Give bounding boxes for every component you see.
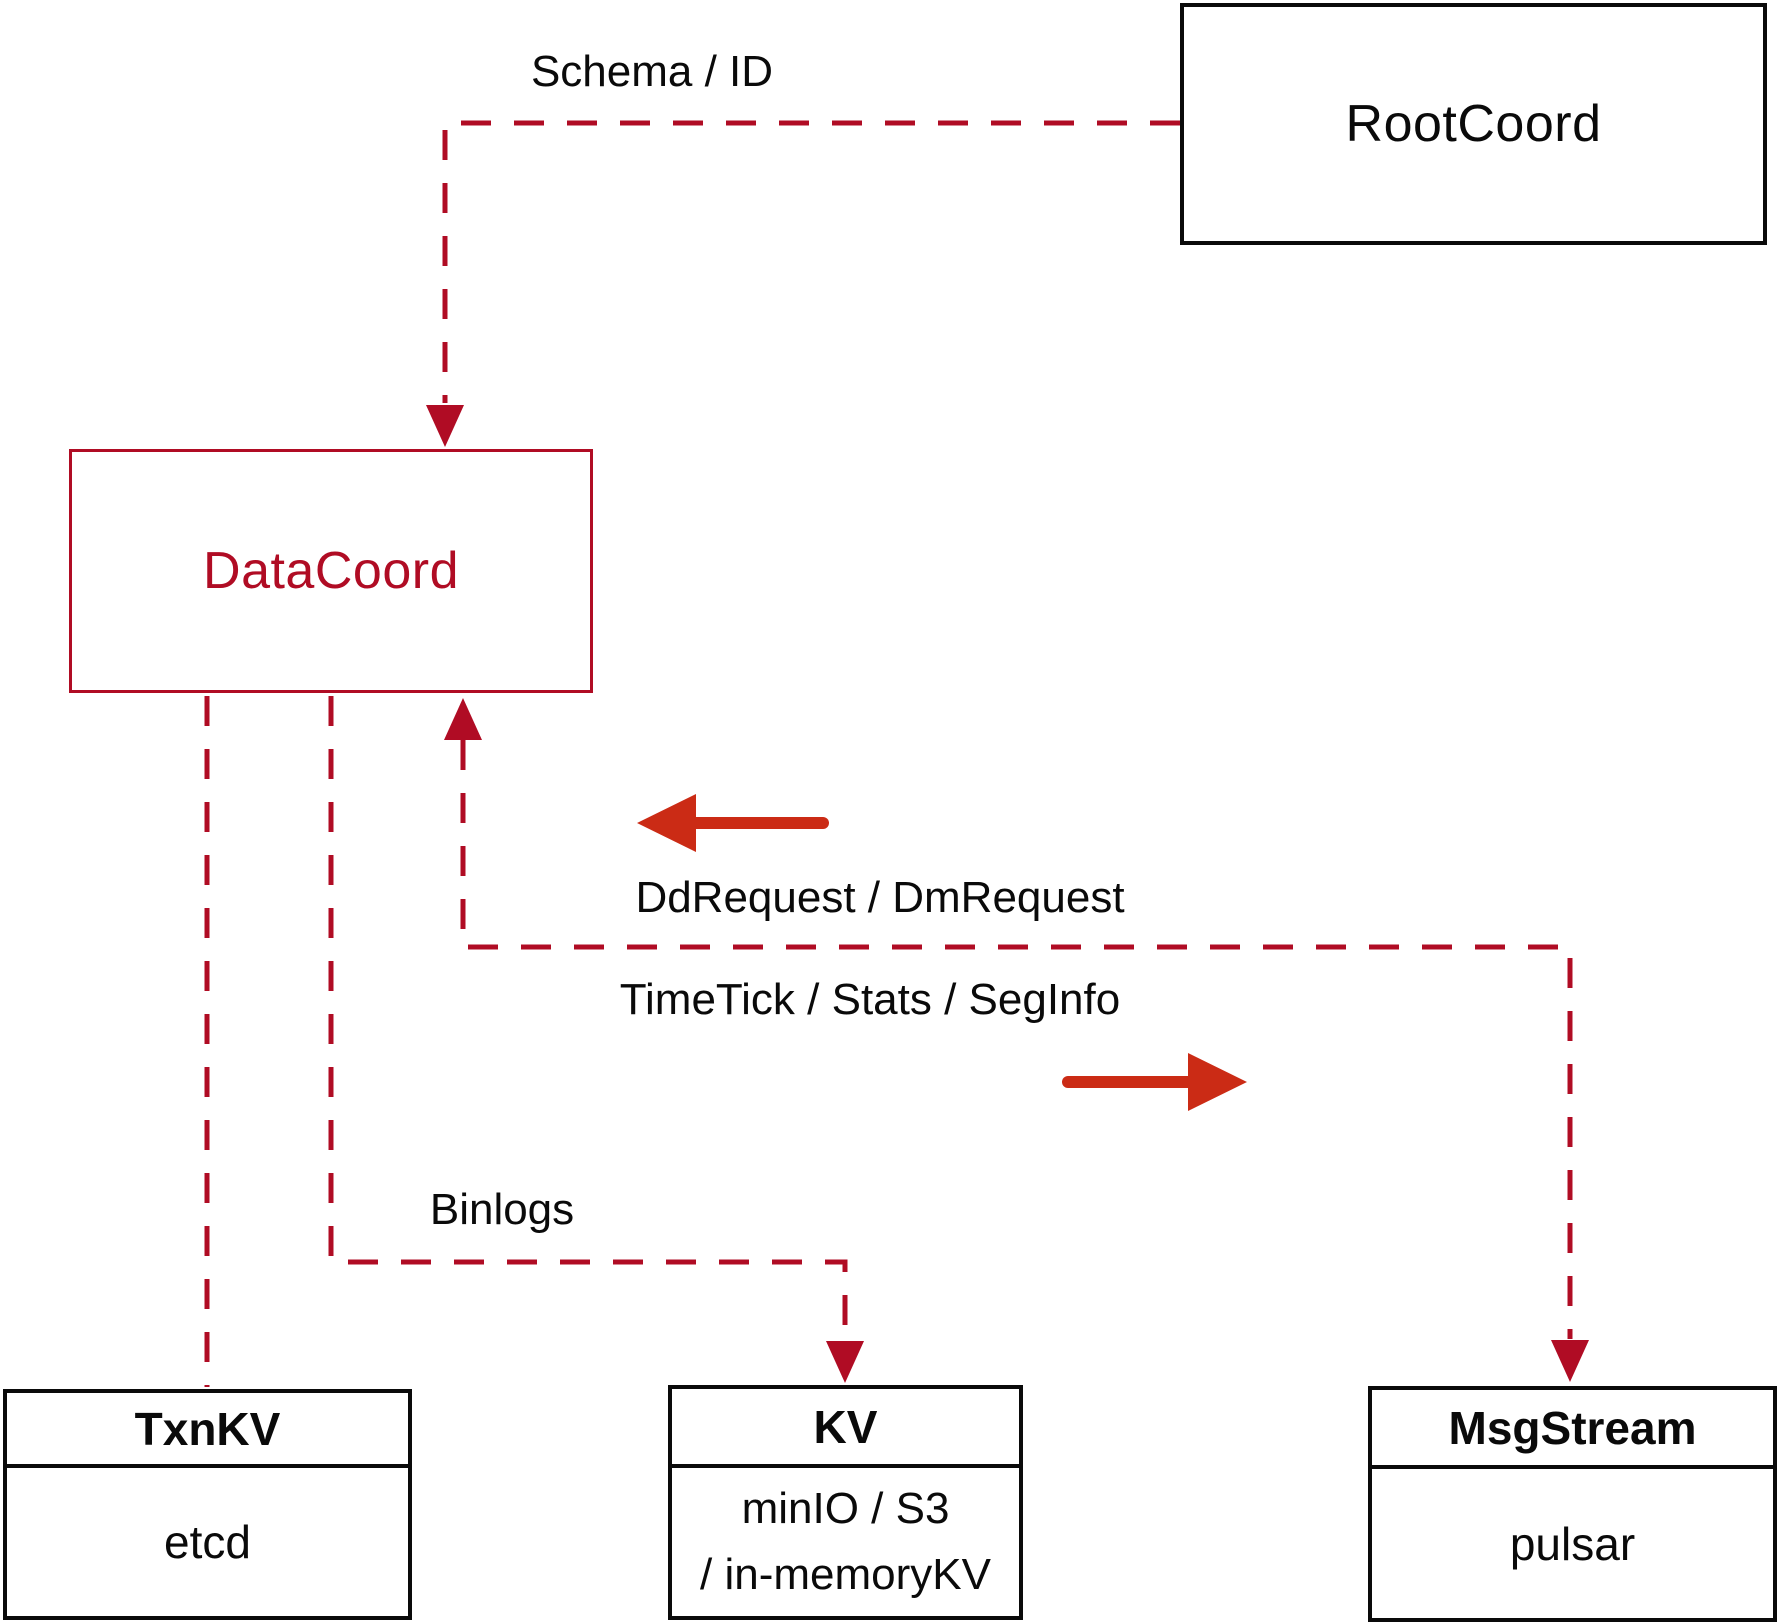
txnkv-node: TxnKV etcd [3,1389,412,1620]
binlogs-arrowhead-down-icon [826,1341,864,1383]
kv-title: KV [672,1389,1019,1468]
datacoord-label: DataCoord [203,542,459,600]
kv-body-line2: / in-memoryKV [700,1550,991,1599]
request-connector [460,740,1573,1339]
schema-connector [442,120,1180,403]
schema-arrowhead-down-icon [426,405,464,447]
kv-body-line1: minIO / S3 [741,1484,950,1533]
ddrequest-dmrequest-label: DdRequest / DmRequest [635,873,1125,922]
msgstream-arrowhead-down-icon [1551,1340,1589,1382]
txnkv-title: TxnKV [7,1393,408,1468]
datacoord-node: DataCoord [69,449,593,693]
msgstream-body: pulsar [1509,1517,1636,1570]
ddrequest-direction-arrow-left-icon [637,794,696,852]
schema-id-label: Schema / ID [530,47,774,96]
txnkv-body: etcd [164,1516,251,1568]
msgstream-node: MsgStream pulsar [1368,1386,1777,1622]
msgstream-title: MsgStream [1372,1390,1773,1469]
datacoord-arrowhead-up-icon [444,698,482,740]
kv-node: KV minIO / S3 / in-memoryKV [668,1385,1023,1620]
rootcoord-label: RootCoord [1345,95,1602,153]
timetick-direction-arrow-right-icon [1188,1053,1247,1111]
rootcoord-node: RootCoord [1180,3,1767,245]
timetick-stats-seginfo-label: TimeTick / Stats / SegInfo [619,975,1121,1024]
binlogs-label: Binlogs [429,1185,575,1234]
